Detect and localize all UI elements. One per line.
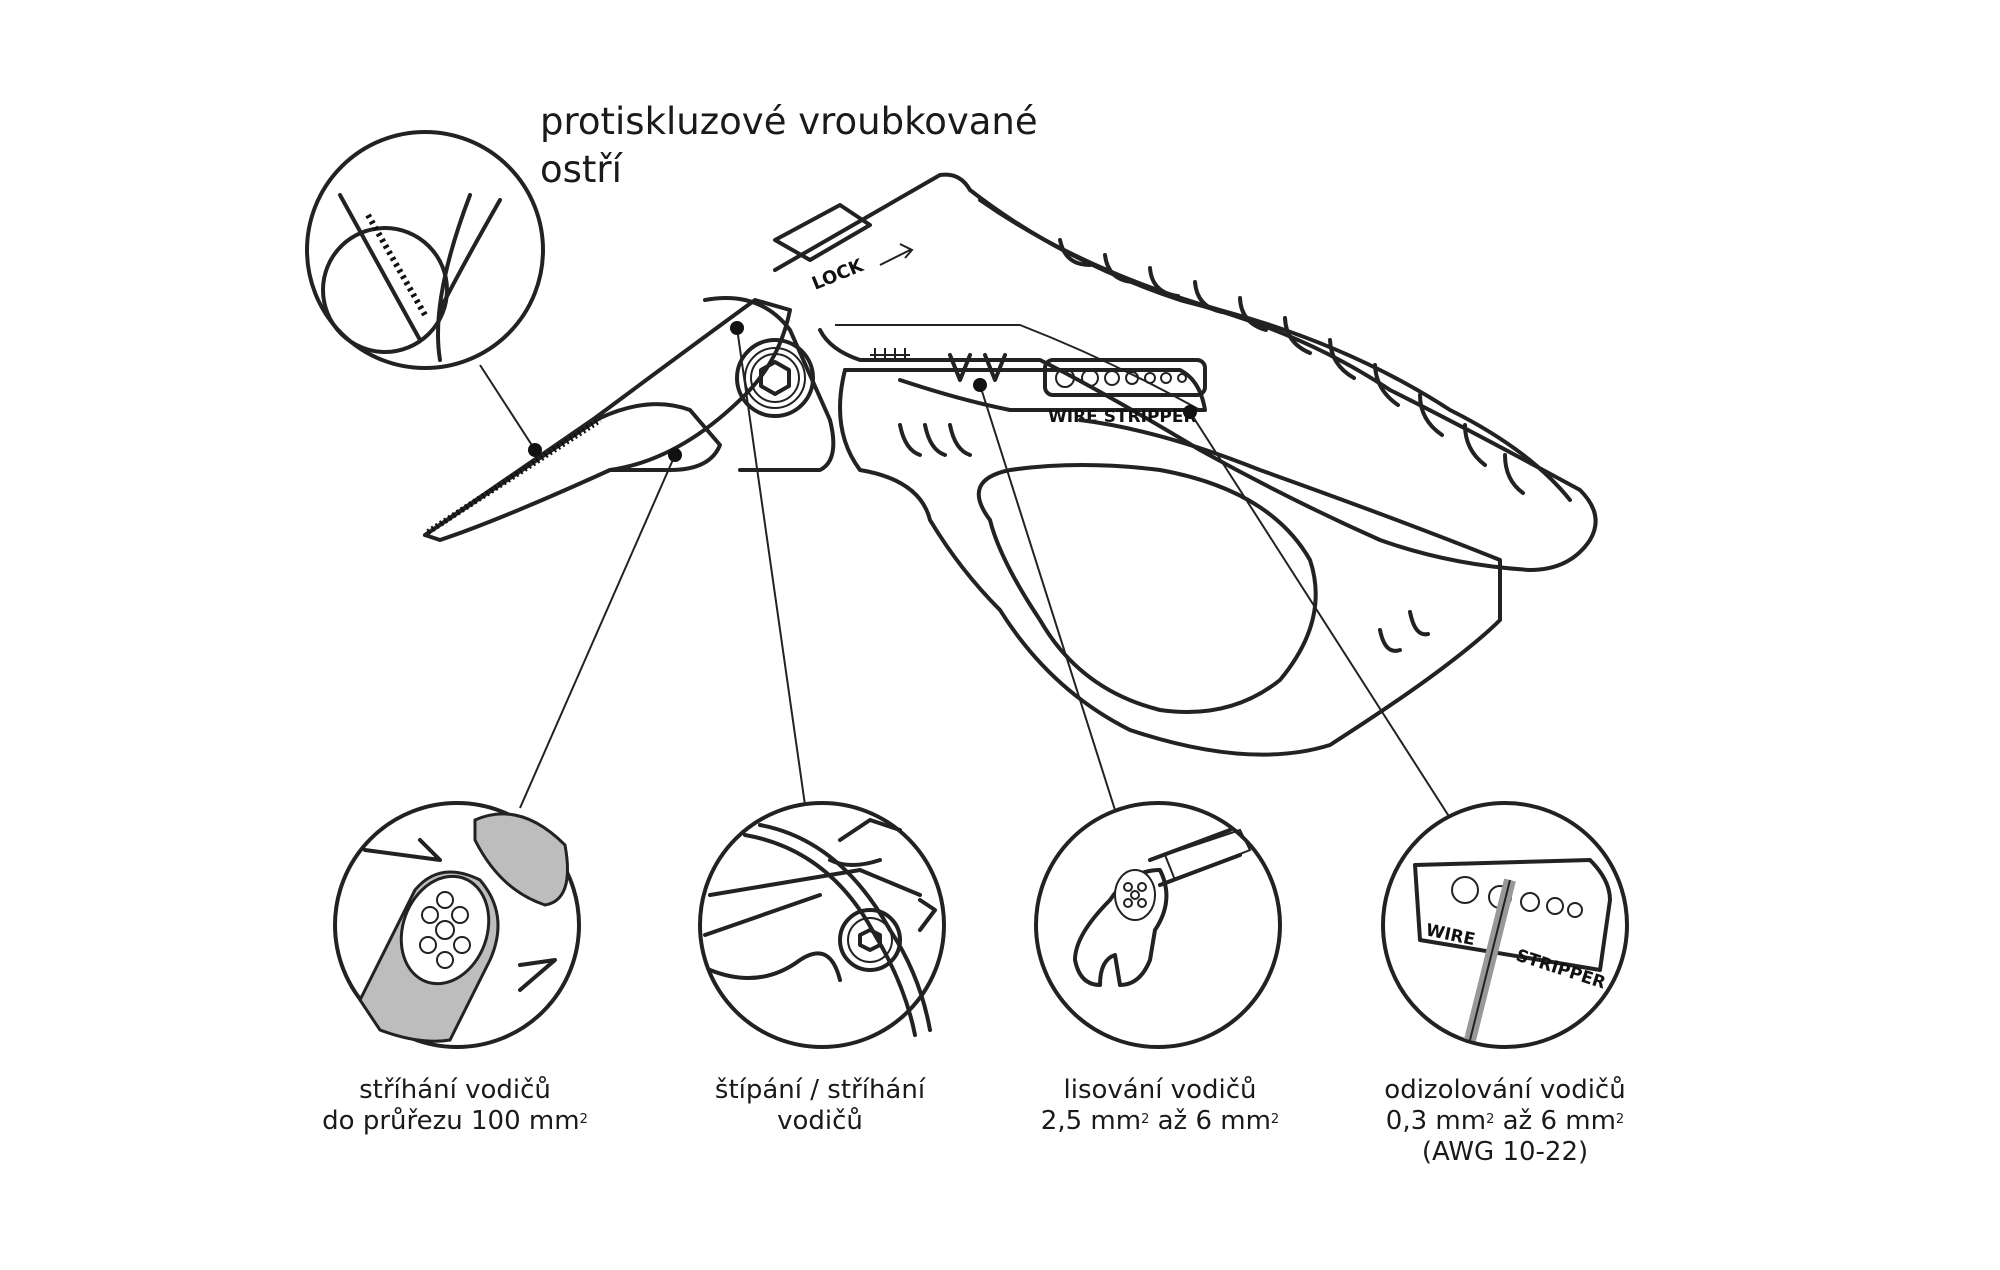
lower-handle: [838, 368, 1502, 757]
detail-wire-cutting: [698, 801, 946, 1049]
scissors-tool: LOCK WIRE STRIPPER: [423, 172, 1598, 757]
caption-4-line-2: 0,3 mm2 až 6 mm2: [1385, 1106, 1625, 1136]
jaw-body: [703, 296, 836, 472]
stripper-holes: [1043, 358, 1207, 397]
callout-lines: [479, 327, 1451, 819]
caption-wire-cutting: štípání / stříhání vodičů: [690, 1075, 950, 1137]
blade-lower: [423, 402, 722, 542]
caption-2-line-1: štípání / stříhání: [714, 1075, 926, 1105]
title-line-1: protiskluzové vroubkované: [540, 100, 1038, 143]
coil-spring: [870, 348, 910, 362]
grip-ridges: [1058, 238, 1525, 495]
serrated-blade-label: protiskluzové vroubkované ostří: [540, 98, 1100, 194]
blade-serration: [426, 417, 602, 535]
detail-crimping: [1034, 801, 1282, 1049]
lock-label: LOCK: [809, 255, 867, 295]
lock-slider: [773, 203, 872, 262]
caption-1-line-2: do průřezu 100 mm2: [322, 1106, 588, 1136]
wire-stripper-label: WIRE STRIPPER: [1048, 407, 1197, 427]
upper-handle-inner: [978, 198, 1572, 502]
callout-dots: [528, 321, 1197, 462]
caption-1-line-1: stříhání vodičů: [359, 1075, 551, 1105]
pivot-screw: [735, 338, 815, 418]
finger-loop: [976, 463, 1318, 714]
caption-stripping: odizolování vodičů 0,3 mm2 až 6 mm2 (AWG…: [1360, 1075, 1650, 1168]
detail-serrated-blade: [305, 130, 545, 370]
detail-stripping: WIRE STRIPPER: [1381, 801, 1629, 1049]
crimp-jaws: [843, 368, 1207, 412]
hex-socket: [759, 360, 791, 396]
caption-4-line-1: odizolování vodičů: [1384, 1075, 1626, 1105]
caption-crimping: lisování vodičů 2,5 mm2 až 6 mm2: [1020, 1075, 1300, 1137]
caption-3-line-2: 2,5 mm2 až 6 mm2: [1040, 1106, 1280, 1136]
caption-2-line-2: vodičů: [777, 1106, 863, 1136]
title-line-2: ostří: [540, 148, 622, 191]
caption-3-line-1: lisování vodičů: [1063, 1075, 1257, 1105]
caption-cable-cutting: stříhání vodičů do průřezu 100 mm2: [305, 1075, 605, 1137]
caption-4-line-3: (AWG 10-22): [1421, 1137, 1589, 1167]
detail-cable-cutting: [333, 801, 581, 1049]
stripper-hole-row: [1055, 368, 1187, 388]
detail-stripper-label: STRIPPER: [1513, 946, 1608, 994]
